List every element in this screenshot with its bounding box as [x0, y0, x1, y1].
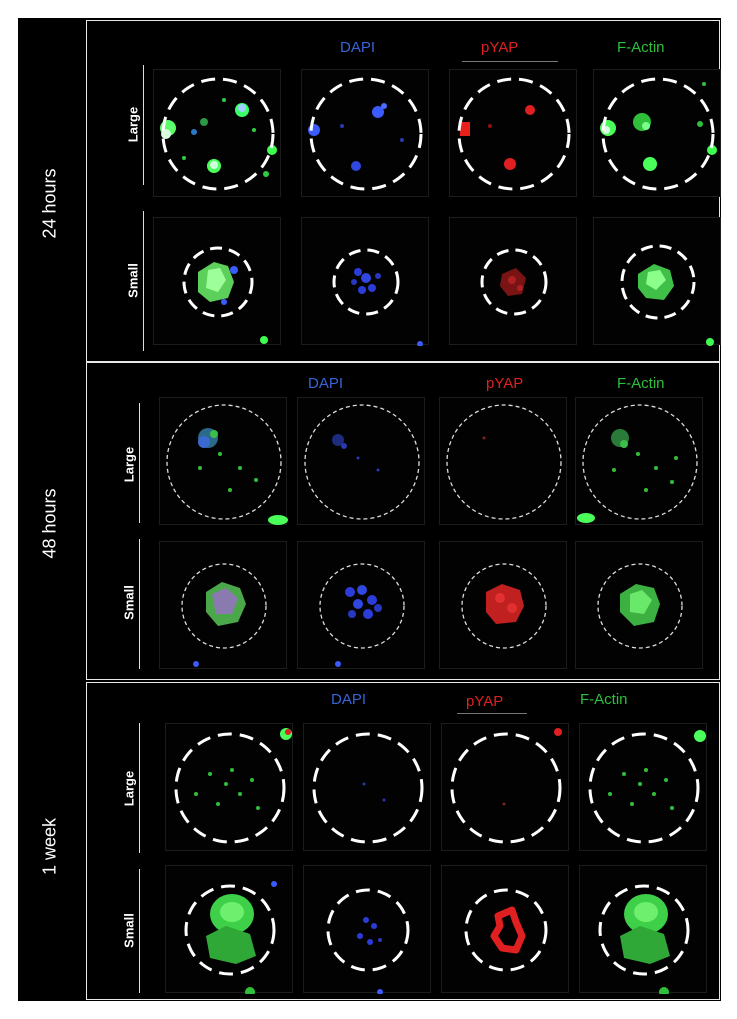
micrograph-merged — [165, 865, 293, 994]
micrograph-factin — [579, 865, 707, 994]
micrograph-dapi — [301, 217, 429, 346]
micrograph-merged — [159, 541, 287, 669]
micrograph-factin — [593, 69, 721, 197]
micrograph-pyap — [441, 723, 569, 851]
size-label-large: Large — [125, 106, 141, 143]
divider-line — [143, 65, 144, 185]
micrograph-factin — [575, 397, 703, 525]
micrograph-pyap — [449, 69, 577, 197]
micrograph-factin — [593, 217, 721, 346]
micrograph-dapi — [303, 723, 431, 851]
micrograph-pyap — [439, 397, 567, 525]
header-dapi: DAPI — [331, 691, 367, 708]
size-label-large: Large — [121, 446, 137, 483]
panel-48h: DAPI pYAP F-Actin Large Small — [86, 362, 720, 680]
micrograph-merged — [153, 69, 281, 197]
divider-line — [143, 211, 144, 351]
panel-24h: DAPI pYAP F-Actin Large Small — [86, 20, 721, 362]
micrograph-merged — [159, 397, 288, 525]
micrograph-pyap — [441, 865, 569, 993]
divider-line — [139, 403, 140, 523]
micrograph-dapi — [303, 865, 431, 994]
panel-1week: DAPI pYAP F-Actin Large Small — [86, 682, 720, 1000]
header-underline — [462, 61, 558, 62]
header-pyap: pYAP — [486, 375, 524, 392]
divider-line — [139, 723, 140, 853]
header-dapi: DAPI — [340, 39, 376, 56]
micrograph-dapi — [297, 397, 425, 525]
time-label-48h: 48 hours — [39, 488, 60, 559]
micrograph-pyap — [449, 217, 577, 345]
time-label-24h: 24 hours — [39, 168, 60, 239]
divider-line — [139, 539, 140, 669]
micrograph-merged — [165, 723, 293, 851]
micrograph-dapi — [297, 541, 425, 669]
header-pyap: pYAP — [481, 39, 519, 56]
header-factin: F-Actin — [580, 691, 628, 708]
header-pyap: pYAP — [466, 693, 504, 710]
figure-panel: 24 hours 48 hours 1 week DAPI pYAP F-Act… — [18, 18, 721, 1001]
micrograph-pyap — [439, 541, 567, 669]
size-label-small: Small — [121, 585, 137, 620]
size-label-small: Small — [121, 913, 137, 948]
header-factin: F-Actin — [617, 375, 665, 392]
size-label-large: Large — [121, 770, 137, 807]
time-label-1week: 1 week — [39, 817, 60, 876]
micrograph-factin — [575, 541, 703, 669]
micrograph-merged — [153, 217, 281, 345]
header-factin: F-Actin — [617, 39, 665, 56]
divider-line — [139, 869, 140, 993]
micrograph-dapi — [301, 69, 429, 197]
micrograph-factin — [579, 723, 707, 851]
header-underline — [457, 713, 527, 714]
size-label-small: Small — [125, 263, 141, 298]
header-dapi: DAPI — [308, 375, 344, 392]
